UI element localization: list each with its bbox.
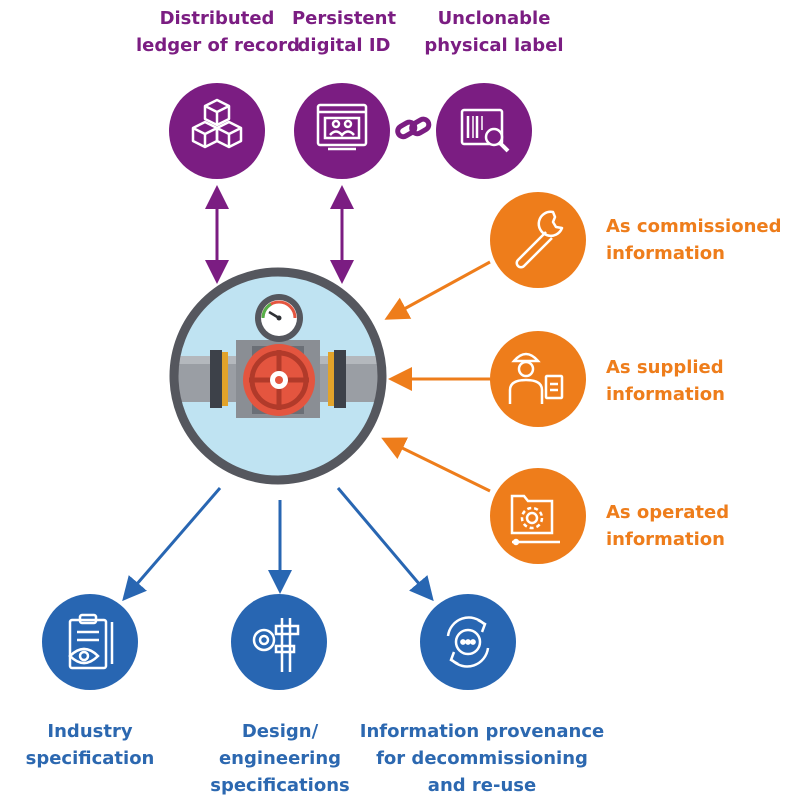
top-node-ledger bbox=[169, 83, 265, 179]
label-line: Design/ bbox=[241, 721, 319, 742]
arrow-hub-industry bbox=[122, 487, 222, 602]
label-line: specification bbox=[25, 748, 155, 769]
label-industry-specification: Industry specification bbox=[10, 718, 170, 772]
label-line: As operated bbox=[606, 502, 730, 523]
central-hub bbox=[169, 267, 387, 485]
arrow-hub-provenance bbox=[336, 487, 434, 602]
label-line: digital ID bbox=[297, 35, 391, 56]
right-node-operated bbox=[490, 468, 586, 564]
recycle-cycle-icon bbox=[446, 616, 490, 668]
label-distributed-ledger: Distributed ledger of record bbox=[136, 5, 300, 59]
label-line: Unclonable bbox=[437, 8, 551, 29]
barcode-magnifier-icon bbox=[460, 108, 510, 153]
worker-clipboard-icon bbox=[508, 352, 564, 404]
top-node-label bbox=[436, 83, 532, 179]
arrow-commissioned-hub bbox=[384, 260, 491, 320]
label-unclonable-physical-label: Unclonable physical label bbox=[412, 5, 576, 59]
label-line: Persistent bbox=[291, 8, 397, 29]
label-line: Industry bbox=[47, 721, 133, 742]
right-node-commissioned bbox=[490, 192, 586, 288]
wrench-icon bbox=[515, 210, 564, 269]
digital-id-screen-icon bbox=[316, 103, 368, 151]
pipe-valve-gauge-icon bbox=[174, 294, 382, 418]
right-node-supplied bbox=[490, 331, 586, 427]
label-line: engineering bbox=[218, 748, 342, 769]
label-line: As commissioned bbox=[606, 216, 782, 237]
label-as-operated: As operated information bbox=[606, 499, 729, 553]
label-line: specifications bbox=[210, 775, 350, 796]
label-as-commissioned: As commissioned information bbox=[606, 213, 782, 267]
label-design-engineering: Design/ engineering specifications bbox=[200, 718, 360, 799]
bottom-node-design bbox=[231, 594, 327, 690]
label-line: physical label bbox=[424, 35, 564, 56]
label-line: As supplied bbox=[606, 357, 724, 378]
clipboard-eye-icon bbox=[68, 613, 114, 670]
folder-gear-icon bbox=[510, 494, 560, 546]
label-line: and re-use bbox=[427, 775, 537, 796]
caliper-gear-icon bbox=[252, 618, 300, 672]
label-as-supplied: As supplied information bbox=[606, 354, 725, 408]
bottom-node-industry bbox=[42, 594, 138, 690]
label-line: information bbox=[606, 384, 725, 405]
label-information-provenance: Information provenance for decommissioni… bbox=[350, 718, 614, 799]
label-line: information bbox=[606, 529, 725, 550]
label-line: for decommissioning bbox=[376, 748, 588, 769]
label-persistent-digital-id: Persistent digital ID bbox=[278, 5, 410, 59]
label-line: ledger of record bbox=[136, 35, 300, 56]
label-line: Information provenance bbox=[359, 721, 605, 742]
chain-link-icon bbox=[395, 116, 432, 140]
blockchain-cubes-icon bbox=[191, 98, 243, 149]
top-node-digital-id bbox=[294, 83, 390, 179]
arrow-operated-hub bbox=[381, 437, 491, 493]
label-line: Distributed bbox=[159, 8, 275, 29]
label-line: information bbox=[606, 243, 725, 264]
bottom-node-provenance bbox=[420, 594, 516, 690]
connectors bbox=[122, 185, 491, 602]
